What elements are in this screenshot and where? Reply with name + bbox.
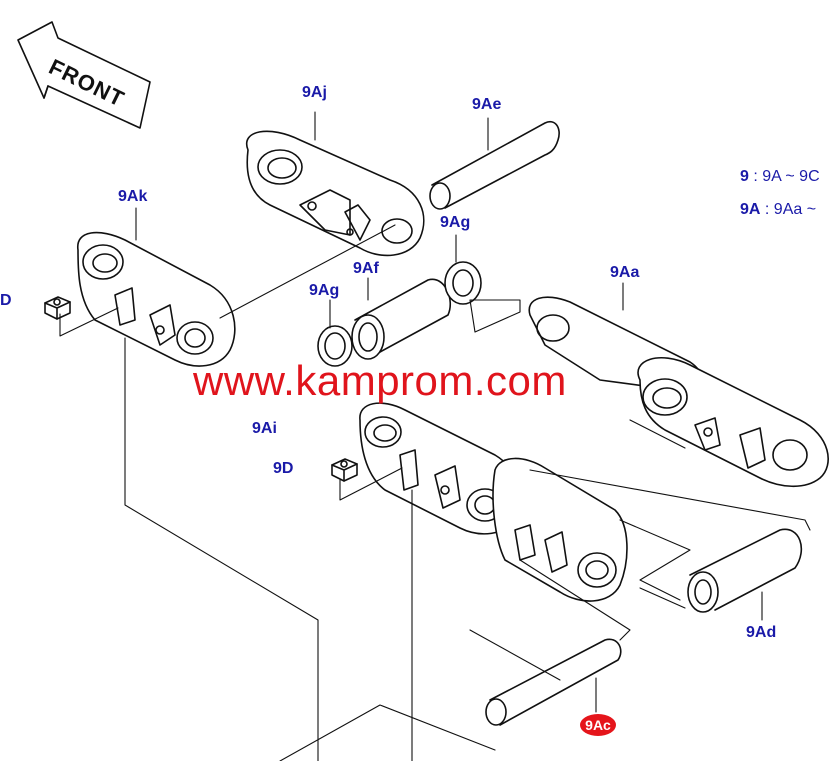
label-9ak: 9Ak xyxy=(118,188,148,205)
label-9ai: 9Ai xyxy=(252,420,277,437)
seal-ring-left xyxy=(317,325,353,367)
legend-key-9a: 9A xyxy=(740,201,761,218)
pin-top xyxy=(429,121,560,210)
label-9ag-left: 9Ag xyxy=(309,282,340,299)
bushing-middle xyxy=(351,278,452,360)
leader-lines xyxy=(59,111,811,761)
label-9ae: 9Ae xyxy=(472,96,502,113)
legend-text-9a: : 9Aa ~ xyxy=(764,201,817,218)
bushing-right xyxy=(687,528,803,613)
label-9ac: 9Ac xyxy=(580,714,616,736)
label-9d-left: D xyxy=(0,292,12,309)
label-9ag-top: 9Ag xyxy=(440,214,471,231)
seal-ring-top xyxy=(444,261,482,305)
nut-lower xyxy=(331,458,358,482)
label-9aj: 9Aj xyxy=(302,84,327,101)
track-link-left xyxy=(77,231,236,367)
track-link-right xyxy=(528,296,829,488)
pin-bottom xyxy=(485,638,622,726)
legend-row-9: 9 : 9A ~ 9C xyxy=(740,168,820,186)
legend-row-9a: 9A : 9Aa ~ xyxy=(740,201,816,219)
label-9af: 9Af xyxy=(353,260,379,277)
legend-text-9: : 9A ~ 9C xyxy=(753,168,820,185)
legend-key-9: 9 xyxy=(740,168,749,185)
front-arrow-icon xyxy=(17,21,151,129)
label-9d: 9D xyxy=(273,460,294,477)
nut-left xyxy=(44,296,71,320)
watermark-text: www.kamprom.com xyxy=(193,357,567,404)
label-9aa: 9Aa xyxy=(610,264,640,281)
label-9ad: 9Ad xyxy=(746,624,777,641)
track-link-top xyxy=(245,130,425,257)
track-link-lower xyxy=(359,402,628,602)
